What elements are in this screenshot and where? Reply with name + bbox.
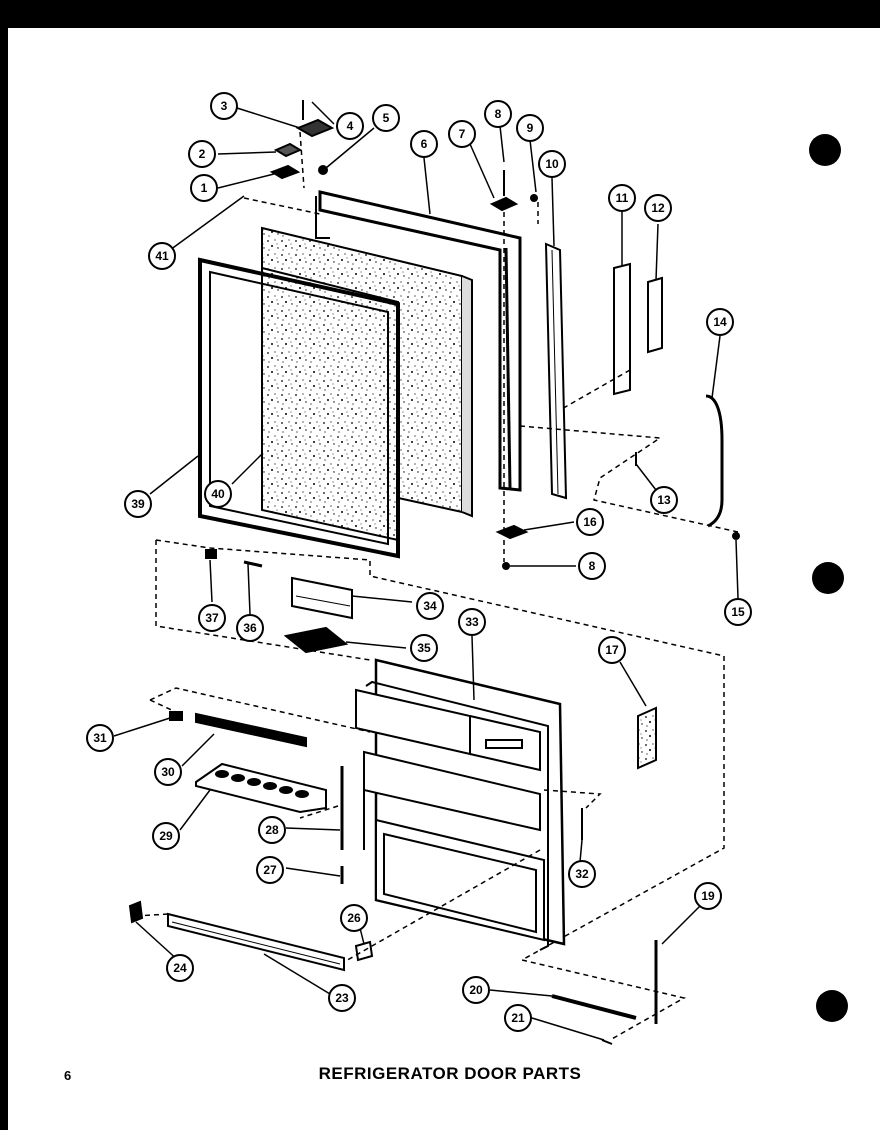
callout-4: 4 — [336, 112, 364, 140]
callout-40: 40 — [204, 480, 232, 508]
callout-3: 3 — [210, 92, 238, 120]
callout-23: 23 — [328, 984, 356, 1012]
callout-36: 36 — [236, 614, 264, 642]
callout-19: 19 — [694, 882, 722, 910]
dashed-leaders-upper — [155, 131, 739, 1041]
callout-6: 6 — [410, 130, 438, 158]
callout-10: 10 — [538, 150, 566, 178]
lower-door-assembly — [128, 549, 658, 1045]
callout-12: 12 — [644, 194, 672, 222]
punch-holes — [809, 134, 848, 1022]
callout-9: 9 — [516, 114, 544, 142]
callout-1: 1 — [190, 174, 218, 202]
callout-8: 8 — [484, 100, 512, 128]
callout-31: 31 — [86, 724, 114, 752]
callout-8: 8 — [578, 552, 606, 580]
callout-33: 33 — [458, 608, 486, 636]
callout-13: 13 — [650, 486, 678, 514]
callout-pointers — [113, 101, 739, 1041]
callout-41: 41 — [148, 242, 176, 270]
callout-24: 24 — [166, 954, 194, 982]
upper-door-assembly — [198, 100, 740, 570]
callout-34: 34 — [416, 592, 444, 620]
callout-2: 2 — [188, 140, 216, 168]
page-title: REFRIGERATOR DOOR PARTS — [318, 1064, 582, 1083]
callout-16: 16 — [576, 508, 604, 536]
callout-21: 21 — [504, 1004, 532, 1032]
callout-39: 39 — [124, 490, 152, 518]
callout-29: 29 — [152, 822, 180, 850]
scan-border-left — [0, 0, 8, 1130]
callout-30: 30 — [154, 758, 182, 786]
callout-17: 17 — [598, 636, 626, 664]
callout-15: 15 — [724, 598, 752, 626]
callout-14: 14 — [706, 308, 734, 336]
callout-7: 7 — [448, 120, 476, 148]
scan-border-top — [0, 0, 880, 28]
callout-5: 5 — [372, 104, 400, 132]
callout-20: 20 — [462, 976, 490, 1004]
callout-32: 32 — [568, 860, 596, 888]
callout-28: 28 — [258, 816, 286, 844]
callout-11: 11 — [608, 184, 636, 212]
callout-26: 26 — [340, 904, 368, 932]
callout-27: 27 — [256, 856, 284, 884]
dashed-leaders-lower — [135, 687, 602, 963]
callout-35: 35 — [410, 634, 438, 662]
page-number: 6 — [64, 1068, 72, 1083]
callout-37: 37 — [198, 604, 226, 632]
